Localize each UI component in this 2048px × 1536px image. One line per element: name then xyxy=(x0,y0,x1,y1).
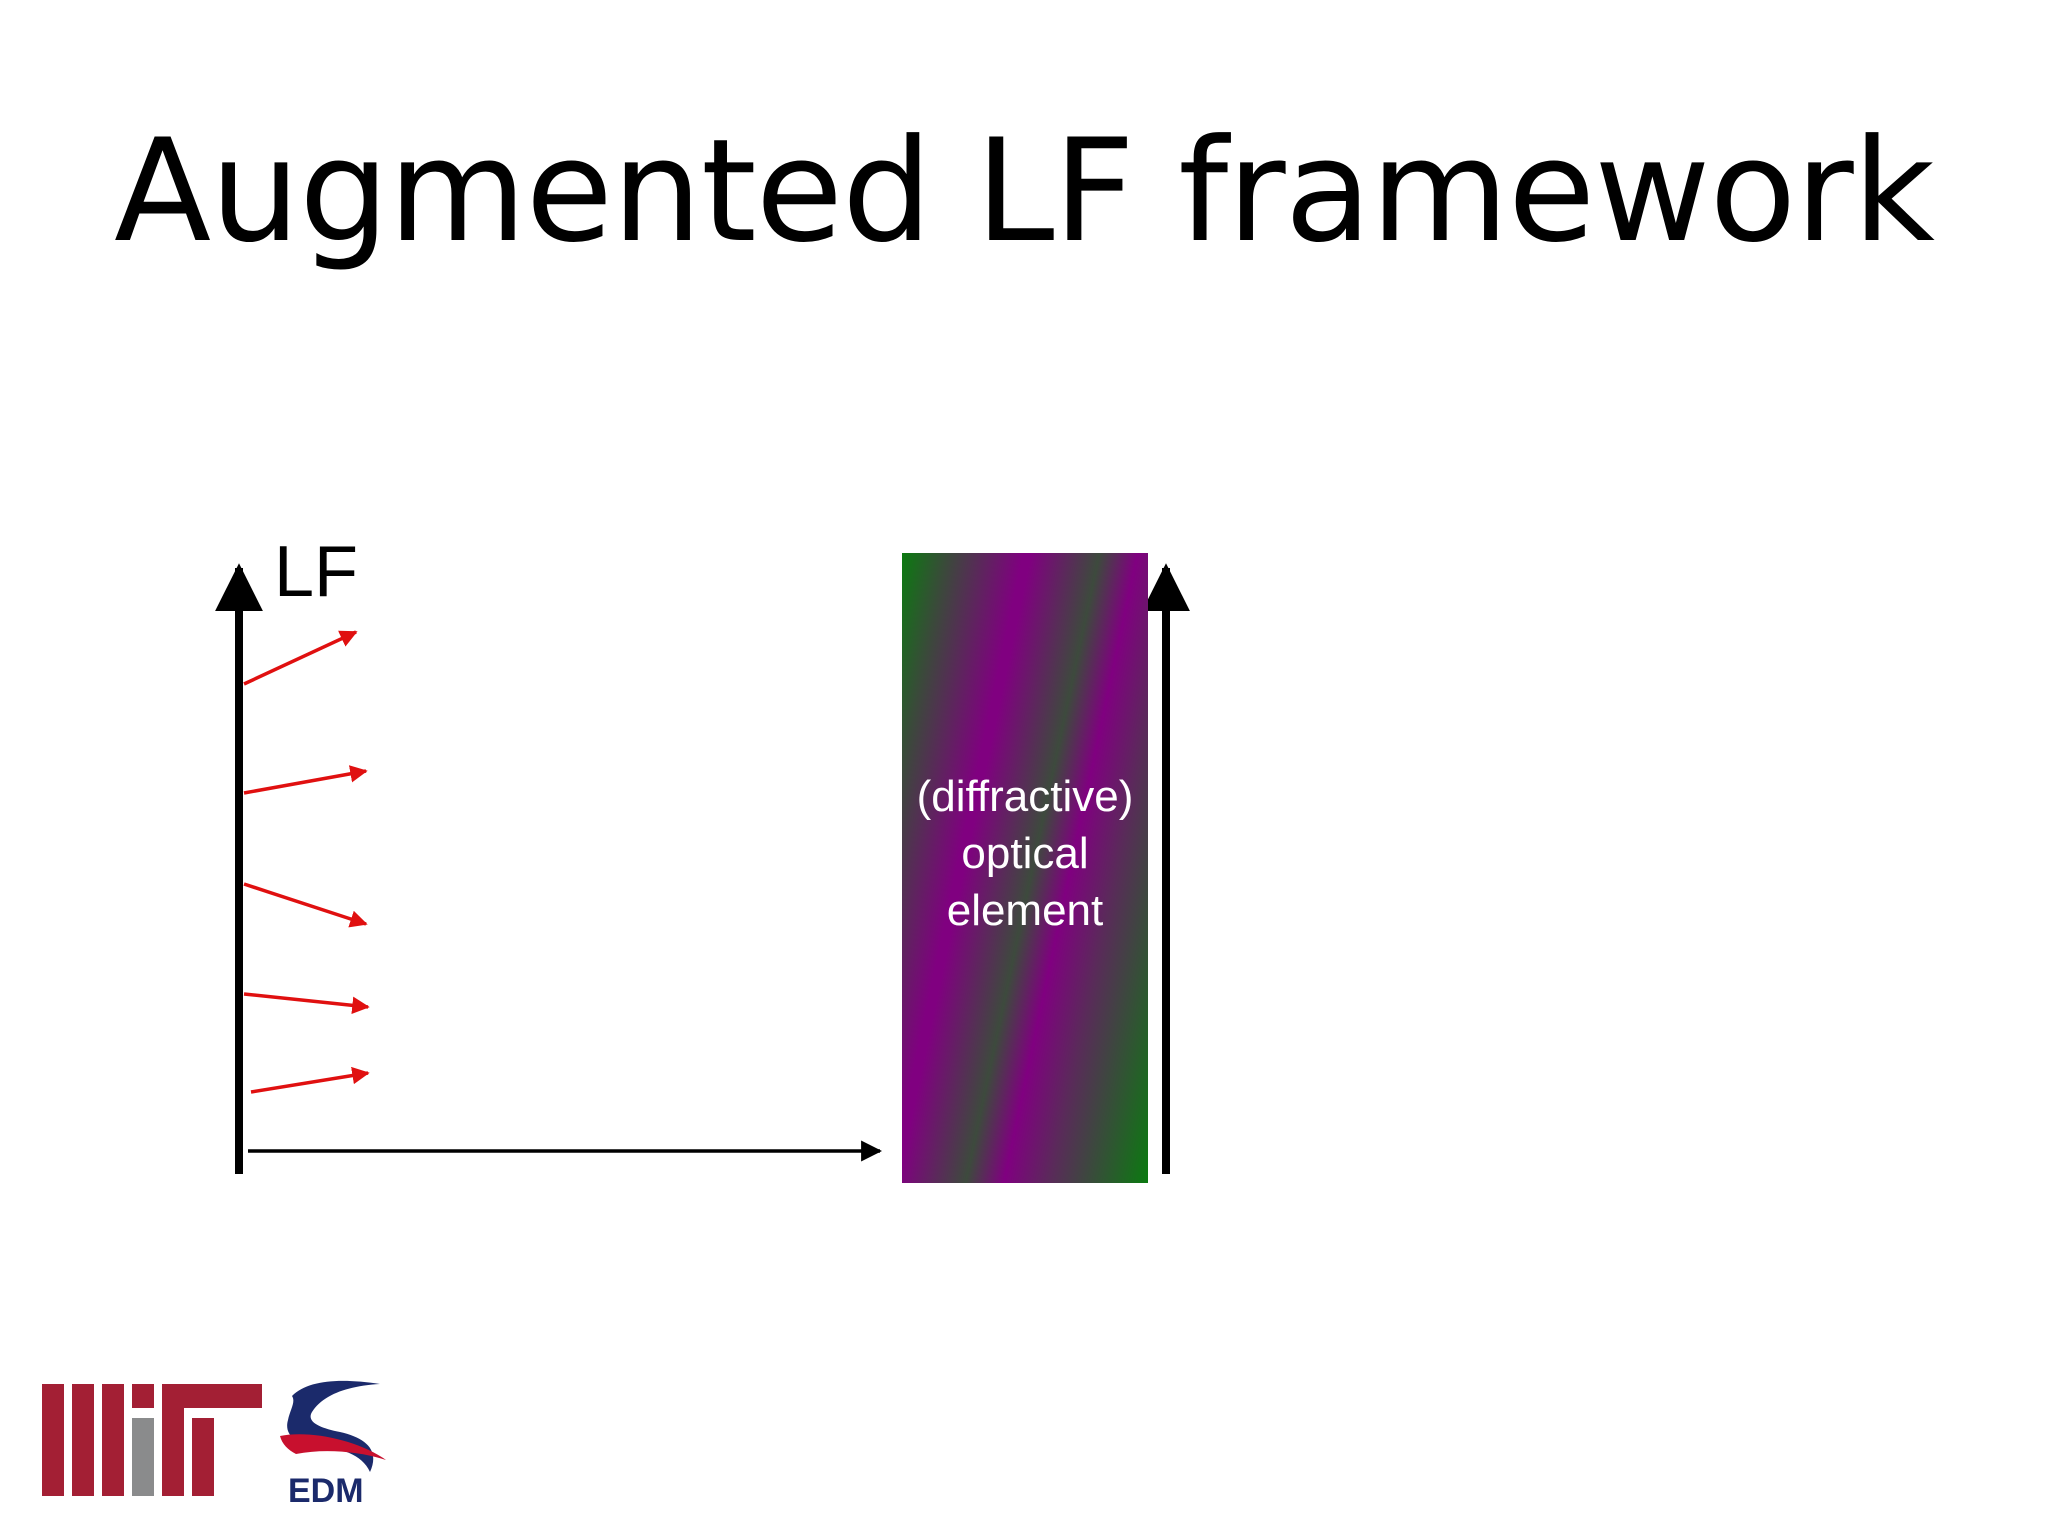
mit-bar-2 xyxy=(72,1384,94,1496)
mit-bar-6 xyxy=(162,1384,184,1496)
edm-swoosh-red-icon xyxy=(280,1434,386,1460)
slide-title: Augmented LF framework xyxy=(114,109,1935,274)
optical-element-line-2: optical xyxy=(961,829,1089,878)
optical-element-box xyxy=(902,553,1148,1183)
ray-4 xyxy=(243,992,370,1015)
edm-text: EDM xyxy=(288,1472,364,1508)
mit-bar-3 xyxy=(102,1384,124,1496)
ray-2 xyxy=(243,765,368,795)
lf-label: LF xyxy=(274,532,359,612)
ray-1 xyxy=(243,630,358,686)
ray-5 xyxy=(250,1066,370,1094)
mit-bar-5 xyxy=(132,1418,154,1496)
mit-bar-8 xyxy=(192,1418,214,1496)
ray-3 xyxy=(243,882,368,928)
mit-bar-1 xyxy=(42,1384,64,1496)
mit-bar-7 xyxy=(184,1384,262,1408)
optical-element-line-1: (diffractive) xyxy=(916,772,1134,821)
optical-element-label: (diffractive) optical element xyxy=(902,768,1148,939)
mit-edm-logo: EDM xyxy=(42,1380,386,1508)
mit-bar-4 xyxy=(132,1384,154,1408)
optical-element-line-3: element xyxy=(946,886,1104,935)
edm-swoosh-icon xyxy=(287,1380,380,1472)
